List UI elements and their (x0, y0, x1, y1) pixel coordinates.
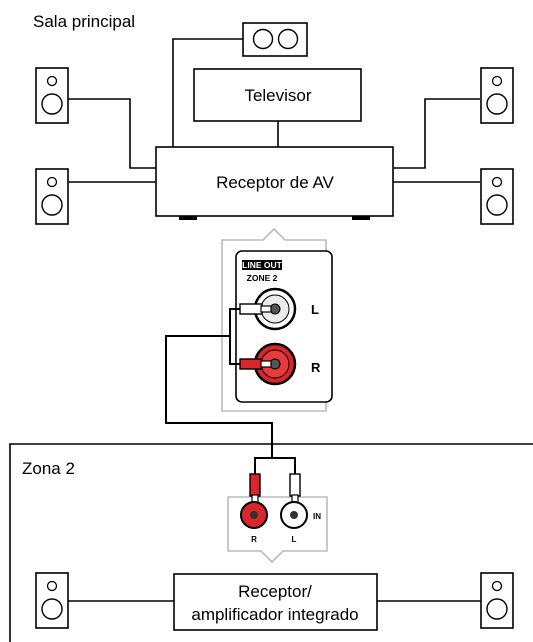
rca-jack-icon (253, 342, 297, 386)
rca-plug-icon (239, 303, 272, 315)
speaker-icon (480, 168, 514, 225)
center-speaker-icon (242, 22, 308, 57)
line-out-header: LINE OUT (242, 260, 282, 270)
rca-jack-icon (280, 501, 308, 529)
input-in-label: IN (313, 512, 321, 521)
speaker-wires (68, 38, 480, 183)
zone-2-region: Zona 2 (9, 443, 533, 642)
speaker-icon (35, 168, 69, 225)
input-right-label: R (251, 535, 257, 544)
rca-cable (165, 308, 296, 474)
speaker-icon (35, 572, 69, 629)
main-room-label: Sala principal (33, 12, 135, 31)
speaker-icon (480, 572, 514, 629)
line-out-panel: LINE OUT ZONE 2 L R (235, 250, 333, 403)
television: Televisor (193, 68, 362, 122)
output-right-label: R (311, 360, 321, 375)
zone-2-label: Zona 2 (22, 459, 75, 478)
zone-2-output-label: ZONE 2 (247, 273, 278, 283)
output-left-label: L (311, 302, 319, 317)
av-receiver-label: Receptor de AV (216, 173, 334, 192)
speaker-icon (480, 67, 514, 124)
input-left-label: L (292, 535, 297, 544)
speaker-icon (35, 67, 69, 124)
rca-plug-icon (239, 358, 272, 370)
tv-label: Televisor (244, 86, 311, 105)
amplifier-label-line2: amplificador integrado (191, 605, 358, 624)
rca-plug-icon (289, 473, 301, 504)
rca-jack-icon (240, 501, 268, 529)
rca-plug-icon (249, 473, 261, 504)
amplifier-label-line1: Receptor/ (238, 582, 312, 601)
av-receiver: Receptor de AV (155, 146, 394, 220)
integrated-amplifier: Receptor/ amplificador integrado (173, 573, 378, 631)
